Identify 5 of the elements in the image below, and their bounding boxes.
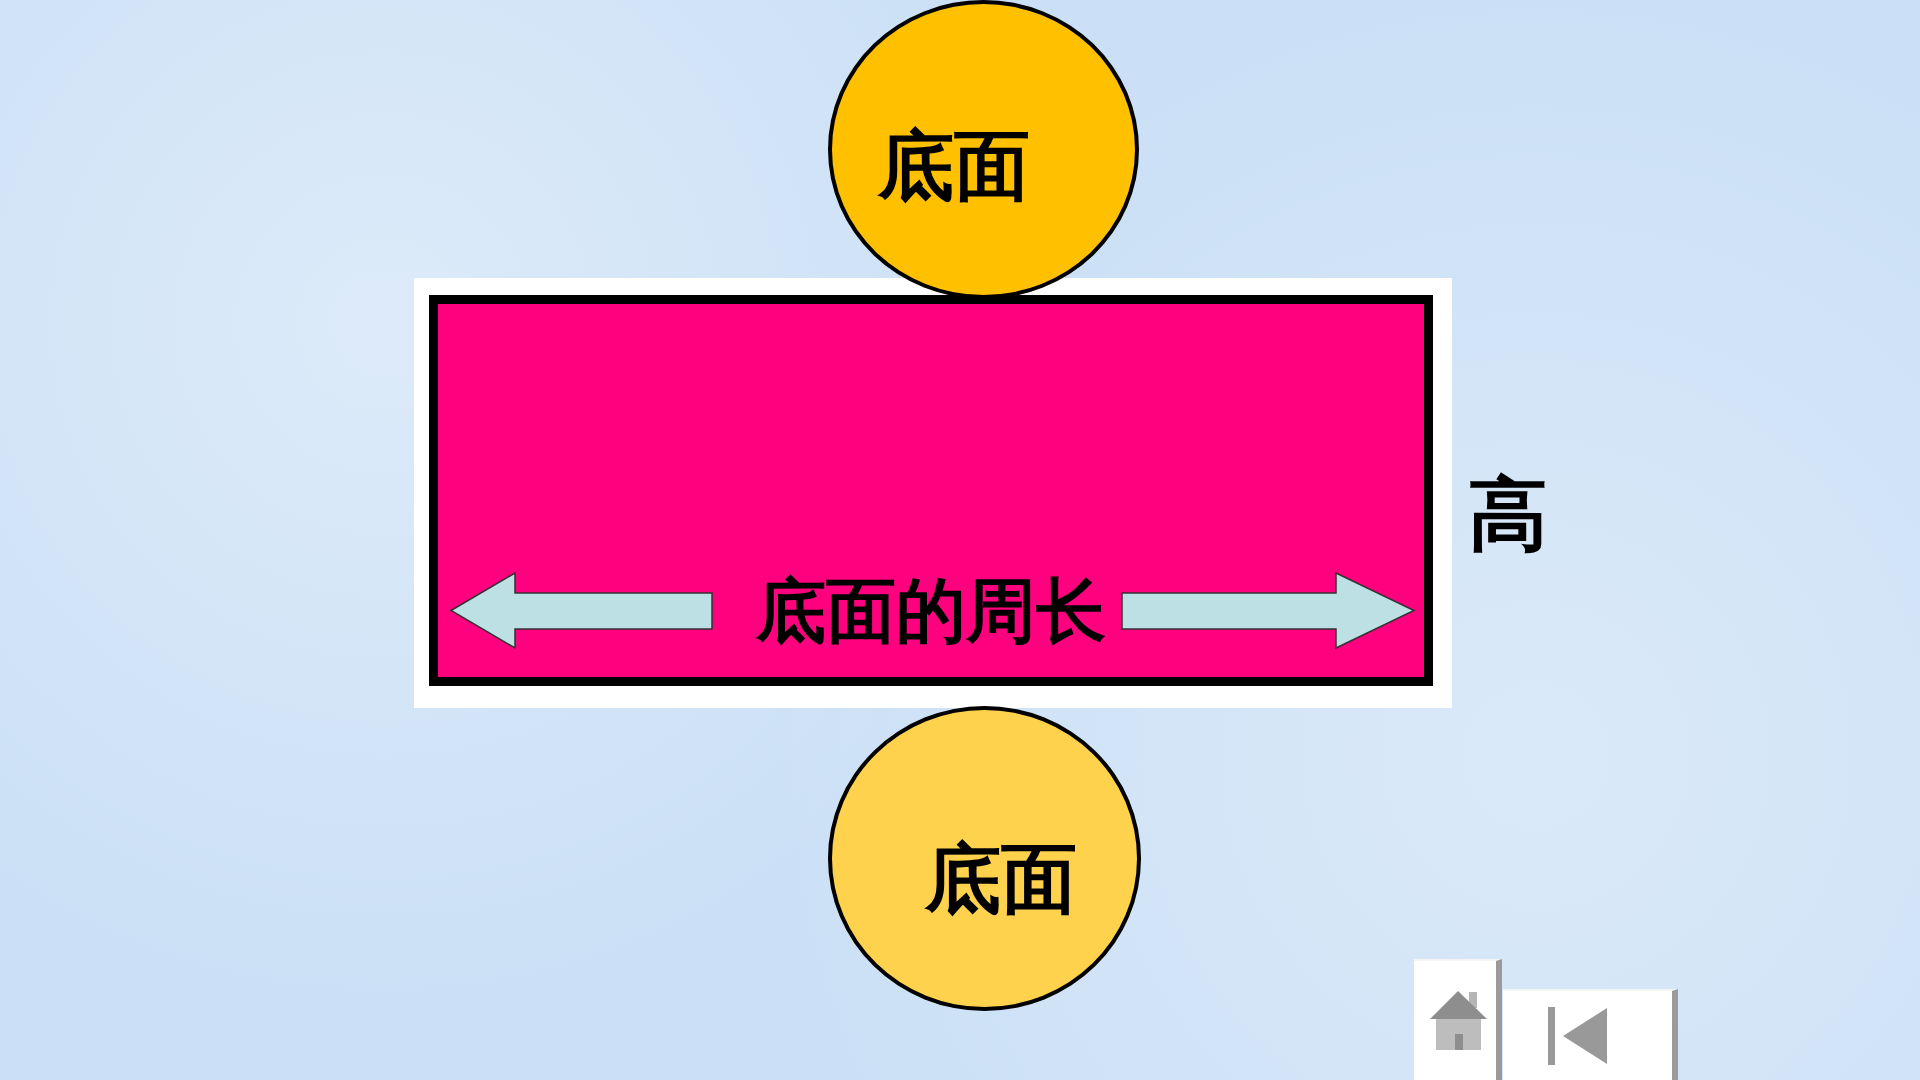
height-label: 高 [1468, 474, 1548, 554]
circumference-label: 底面的周长 [756, 576, 1106, 646]
circle-label: 底面 [924, 840, 1077, 917]
circle-label: 底面 [877, 127, 1030, 204]
side-rectangle [429, 295, 1433, 686]
